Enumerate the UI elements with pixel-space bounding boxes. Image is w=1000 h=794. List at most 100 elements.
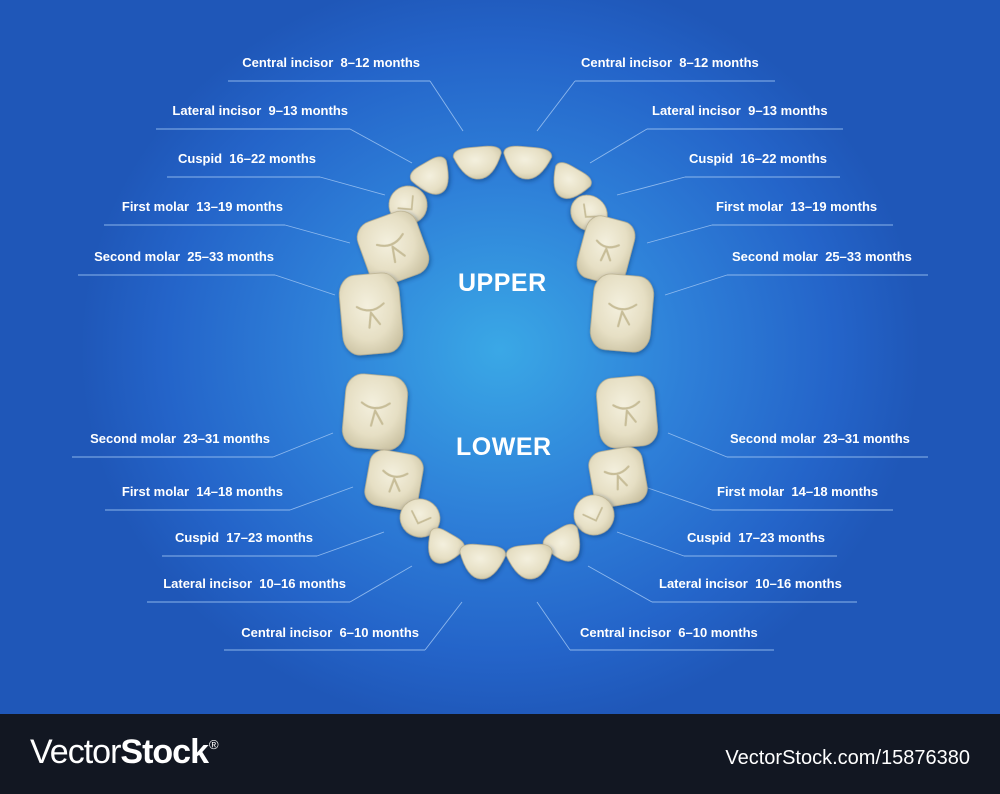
- tooth-groove: [612, 400, 641, 427]
- tooth-name: Lateral incisor: [163, 576, 253, 591]
- tooth-lower-right-cuspid: [573, 494, 615, 536]
- label-upper-right-first-molar: First molar 13–19 months: [716, 199, 877, 215]
- label-upper-right-second-molar: Second molar 25–33 months: [732, 249, 912, 265]
- tooth-crown: [399, 498, 441, 538]
- teeth-group: [338, 145, 658, 580]
- tooth-groove: [382, 469, 409, 493]
- tooth-age: 8–12 months: [679, 55, 759, 70]
- leader-lines: [72, 80, 928, 651]
- watermark-footer: [0, 714, 1000, 794]
- label-upper-right-lateral-incisor: Lateral incisor 9–13 months: [652, 103, 828, 119]
- registered-mark: ®: [208, 737, 219, 752]
- tooth-age: 10–16 months: [755, 576, 842, 591]
- tooth-groove: [583, 203, 600, 218]
- tooth-name: Second molar: [94, 249, 181, 264]
- leader-pointer: [272, 432, 334, 458]
- tooth-groove: [397, 195, 414, 211]
- leader-pointer: [644, 486, 713, 511]
- tooth-name: Cuspid: [689, 151, 734, 166]
- tooth-age: 25–33 months: [187, 249, 274, 264]
- tooth-age: 9–13 months: [748, 103, 828, 118]
- tooth-upper-left-lateral-incisor: [409, 156, 449, 195]
- leader-pointer: [429, 80, 464, 132]
- tooth-groove: [375, 232, 406, 264]
- tooth-upper-right-second-molar: [589, 273, 655, 353]
- tooth-name: Central incisor: [581, 55, 673, 70]
- tooth-upper-left-central-incisor: [452, 145, 502, 180]
- tooth-age: 13–19 months: [196, 199, 283, 214]
- tooth-name: Second molar: [730, 431, 816, 446]
- tooth-age: 10–16 months: [259, 576, 346, 591]
- tooth-age: 23–31 months: [823, 431, 910, 446]
- teeth-diagram: [72, 80, 928, 651]
- leader-pointer: [646, 224, 713, 244]
- upper-jaw-label: UPPER: [458, 269, 547, 297]
- tooth-name: Second molar: [732, 249, 818, 264]
- leader-pointer: [349, 565, 413, 603]
- tooth-age: 23–31 months: [183, 431, 270, 446]
- label-upper-left-first-molar: First molar 13–19 months: [122, 199, 283, 215]
- tooth-age: 25–33 months: [825, 249, 912, 264]
- leader-pointer: [316, 531, 385, 557]
- leader-pointer: [536, 601, 571, 651]
- tooth-groove: [603, 465, 630, 491]
- label-lower-right-first-molar: First molar 14–18 months: [717, 484, 878, 500]
- leader-pointer: [274, 274, 336, 296]
- tooth-lower-left-cuspid: [399, 498, 441, 538]
- tooth-lower-right-second-molar: [596, 375, 658, 449]
- tooth-name: First molar: [717, 484, 785, 499]
- tooth-upper-right-lateral-incisor: [553, 162, 592, 199]
- tooth-lower-right-central-incisor: [505, 543, 553, 580]
- label-upper-left-second-molar: Second molar 25–33 months: [94, 249, 274, 265]
- label-lower-left-first-molar: First molar 14–18 months: [122, 484, 283, 500]
- leader-pointer: [587, 565, 653, 603]
- tooth-crown: [503, 145, 553, 180]
- label-lower-left-lateral-incisor: Lateral incisor 10–16 months: [163, 576, 346, 592]
- label-lower-left-cuspid: Cuspid 17–23 months: [175, 530, 313, 546]
- leader-pointer: [319, 176, 386, 196]
- tooth-groove: [582, 506, 603, 522]
- tooth-age: 8–12 months: [340, 55, 420, 70]
- label-upper-left-lateral-incisor: Lateral incisor 9–13 months: [172, 103, 348, 119]
- leader-pointer: [284, 224, 351, 244]
- label-upper-right-central-incisor: Central incisor 8–12 months: [581, 55, 759, 71]
- tooth-upper-left-first-molar: [356, 210, 430, 286]
- tooth-upper-right-central-incisor: [503, 145, 553, 180]
- tooth-name: Lateral incisor: [659, 576, 748, 591]
- tooth-age: 6–10 months: [678, 625, 758, 640]
- label-lower-left-second-molar: Second molar 23–31 months: [90, 431, 270, 447]
- tooth-name: Lateral incisor: [652, 103, 741, 118]
- label-upper-left-cuspid: Cuspid 16–22 months: [178, 151, 316, 167]
- tooth-age: 13–19 months: [790, 199, 878, 214]
- tooth-name: Central incisor: [580, 625, 672, 640]
- tooth-name: First molar: [121, 484, 190, 499]
- tooth-name: Cuspid: [175, 530, 220, 545]
- tooth-crown: [573, 494, 615, 536]
- tooth-age: 17–23 months: [226, 530, 313, 545]
- label-lower-right-central-incisor: Central incisor 6–10 months: [580, 625, 758, 641]
- leader-pointer: [616, 531, 685, 557]
- leader-pointer: [349, 128, 413, 164]
- tooth-groove: [411, 510, 432, 525]
- tooth-age: 14–18 months: [791, 484, 879, 499]
- tooth-lower-left-central-incisor: [459, 543, 507, 580]
- label-lower-right-cuspid: Cuspid 17–23 months: [687, 530, 825, 546]
- tooth-crown: [409, 156, 449, 195]
- tooth-groove: [355, 302, 385, 329]
- tooth-crown: [452, 145, 502, 180]
- logo-part-stock: Stock: [120, 733, 209, 771]
- tooth-name: Central incisor: [241, 625, 333, 640]
- tooth-lower-right-first-molar: [588, 446, 648, 508]
- vectorstock-logo: VectorStock®: [30, 733, 219, 772]
- blue-background: [0, 0, 1000, 714]
- tooth-name: Second molar: [90, 431, 177, 446]
- leader-pointer: [667, 432, 728, 458]
- label-upper-right-cuspid: Cuspid 16–22 months: [689, 151, 827, 167]
- leader-pointer: [289, 486, 354, 511]
- tooth-crown: [505, 543, 553, 580]
- logo-part-vector: Vector: [30, 733, 121, 771]
- label-upper-left-central-incisor: Central incisor 8–12 months: [242, 55, 420, 71]
- leader-pointer: [536, 80, 576, 132]
- leader-pointer: [664, 274, 728, 296]
